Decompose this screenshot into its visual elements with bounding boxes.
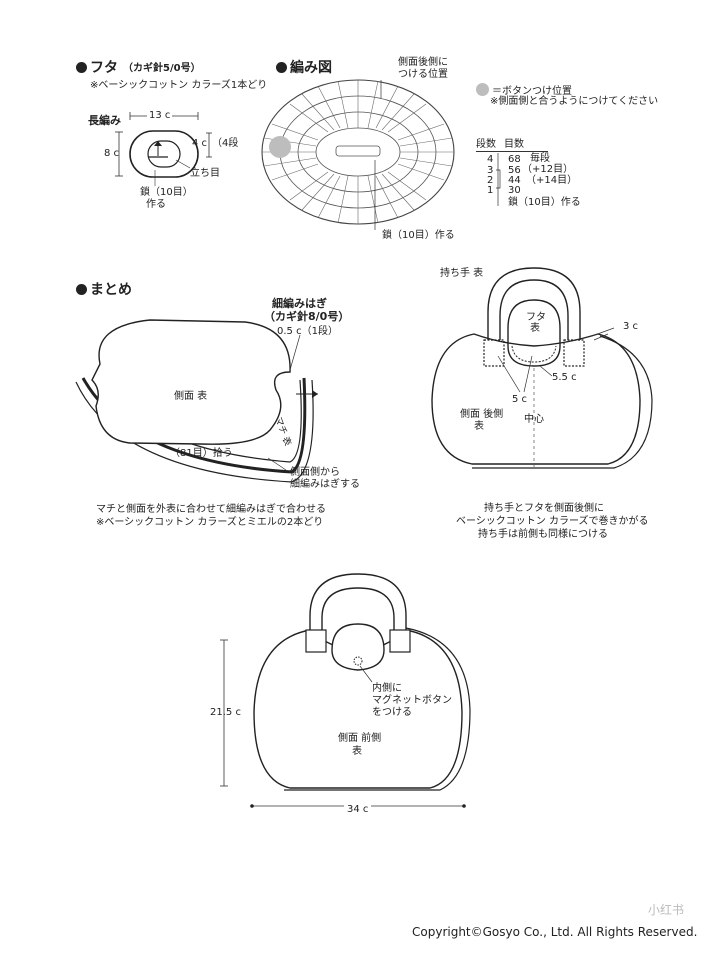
bag-body-back	[431, 333, 641, 465]
dim-3c: 3 c	[623, 321, 639, 332]
bullet-icon	[76, 62, 87, 73]
lid-shape	[507, 299, 561, 367]
stitch-rays	[262, 80, 454, 224]
back-side-1: 側面 後側	[460, 409, 504, 420]
button-marker-icon	[476, 83, 489, 96]
futa-title: フタ	[90, 60, 118, 76]
lid-diagram	[115, 112, 212, 186]
magnet-1: 内側に	[372, 683, 402, 694]
watermark: 小红书	[648, 903, 685, 917]
table-note-12: （+12目）	[522, 164, 574, 175]
magnet-2: マグネットボタン	[372, 695, 452, 706]
handle-inner	[499, 279, 569, 346]
table-count-30: 30	[508, 185, 521, 196]
futa-width: 13 c	[147, 110, 173, 122]
table-note-each: 毎段	[530, 153, 550, 164]
futa-yarn-note: ※ベーシックコットン カラーズ1本どり	[90, 80, 268, 91]
table-footer: 鎖（10目）作る	[508, 197, 581, 208]
lid-outer-shape	[129, 130, 199, 178]
chart-heading: 編み図	[276, 60, 332, 76]
seam-hook: （カギ針8/0号）	[264, 310, 350, 323]
front-width: 34 c	[344, 804, 372, 816]
table-row-3: 3	[487, 165, 494, 176]
dim-5c: 5 c	[512, 394, 528, 405]
dim-5-5c: 5.5 c	[552, 372, 577, 383]
futa-heading: フタ	[76, 60, 118, 76]
table-header-row: 段数	[476, 139, 496, 150]
front-height: 21.5 c	[210, 707, 241, 718]
matome-note-2: ※ベーシックコットン カラーズとミエルの2本どり	[96, 517, 324, 528]
back-side-2: 表	[474, 421, 484, 432]
futa-rows-dim: 4 c	[192, 138, 208, 149]
back-note-3: 持ち手は前側も同様につける	[478, 529, 608, 540]
futa-height: 8 c	[104, 148, 120, 159]
handle-outer	[487, 267, 581, 346]
chart-title: 編み図	[290, 60, 332, 76]
magnet-button-icon	[353, 656, 363, 666]
button-position-marker	[269, 136, 291, 158]
chart-attach-1: 側面後側に	[398, 57, 448, 68]
table-row-2: 2	[487, 175, 494, 186]
futa-chain-2: 作る	[146, 199, 166, 210]
futa-chain-1: 鎖（10目）	[140, 187, 193, 198]
lid-label-1: フタ	[526, 312, 546, 323]
back-note-2: ベーシックコットン カラーズで巻きかがる	[456, 516, 649, 527]
matome-note-1: マチと側面を外表に合わせて細編みはぎで合わせる	[96, 504, 326, 515]
side-panel-shape	[91, 319, 291, 445]
matome-title: まとめ	[90, 282, 132, 298]
lid-label-2: 表	[530, 323, 540, 334]
seam-from-2: 細編みはぎする	[290, 479, 360, 490]
front-view-bag	[220, 573, 471, 808]
back-view-bag	[431, 267, 653, 469]
seam-width: 0.5 c（1段）	[277, 326, 338, 337]
futa-stitch-label: 長編み	[88, 114, 121, 127]
seam-from-1: 側面側から	[290, 467, 340, 478]
front-bag-back-edge	[284, 627, 471, 791]
center-label: 中心	[524, 414, 544, 425]
copyright: Copyright©Gosyo Co., Ltd. All Rights Res…	[412, 925, 698, 939]
chart-attach-2: つける位置	[398, 69, 448, 80]
futa-rows-count: （4段	[212, 138, 239, 149]
button-note: ※側面側と合うようにつけてください	[490, 96, 659, 107]
seam-title: 細編みはぎ	[272, 297, 327, 310]
bullet-icon	[276, 62, 287, 73]
back-note-1: 持ち手とフタを側面後側に	[484, 503, 604, 514]
pickup-label: （81目）拾う	[170, 448, 233, 459]
table-count-68: 68	[508, 154, 521, 165]
button-legend: ＝ボタンつけ位置	[476, 83, 572, 98]
table-row-1: 1	[487, 185, 494, 196]
bullet-icon	[76, 284, 87, 295]
table-note-14: （+14目）	[526, 175, 578, 186]
magnet-3: をつける	[372, 707, 412, 718]
matome-heading: まとめ	[76, 282, 132, 298]
table-divider	[476, 151, 548, 152]
side-label: 側面 表	[174, 391, 208, 402]
futa-standing: 立ち目	[190, 168, 220, 179]
table-count-56: 56	[508, 165, 521, 176]
lid-inner-shape	[147, 140, 181, 168]
table-header-count: 目数	[504, 139, 524, 150]
futa-hook: （カギ針5/0号）	[123, 63, 201, 74]
chart-chain-note: 鎖（10目）作る	[382, 230, 455, 241]
front-handle-outer	[309, 573, 407, 634]
front-side-1: 側面 前側	[338, 733, 382, 744]
front-side-2: 表	[352, 746, 362, 757]
handle-label: 持ち手 表	[440, 268, 484, 279]
front-handle-inner	[321, 587, 395, 634]
crochet-chart	[261, 79, 455, 230]
assembly-diagram	[75, 319, 318, 483]
front-lid	[331, 623, 385, 671]
table-count-44: 44	[508, 175, 521, 186]
table-row-4: 4	[487, 154, 494, 165]
